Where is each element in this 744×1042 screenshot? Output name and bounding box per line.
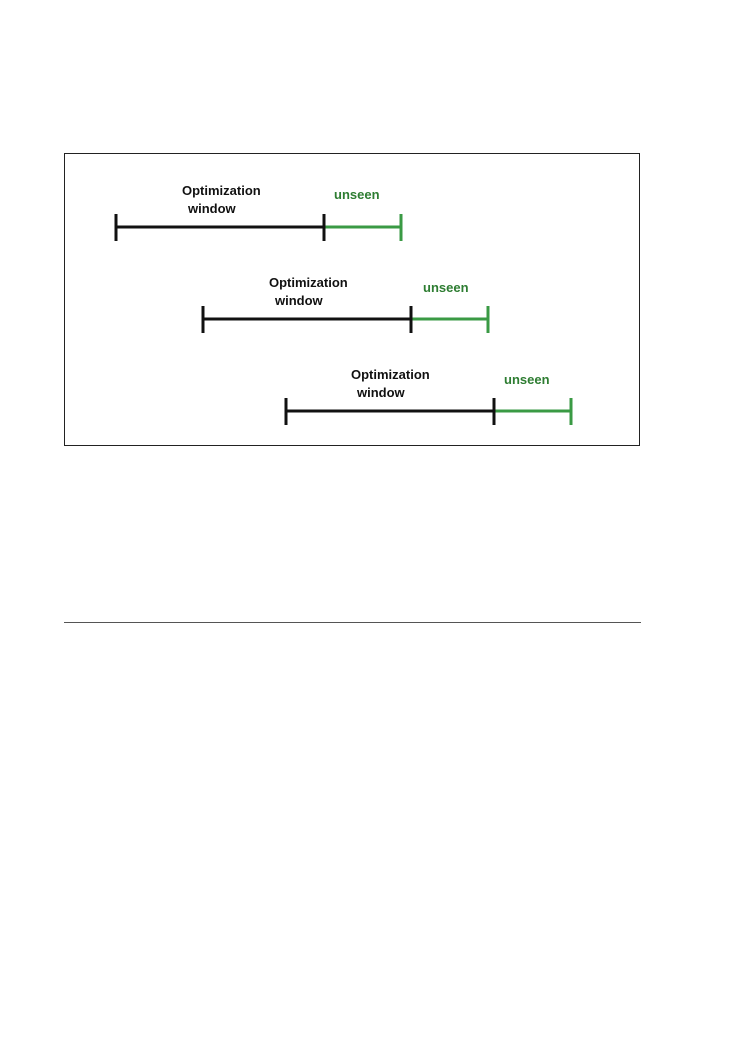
optimization-label-2: Optimization	[269, 275, 348, 290]
optimization-label-3: Optimization	[351, 367, 430, 382]
sliding-window-diagram: Optimization window unseen Optimization …	[64, 153, 640, 446]
window-row-1: Optimization window unseen	[114, 183, 403, 241]
unseen-label-3: unseen	[504, 372, 550, 387]
window-label-3: window	[356, 385, 406, 400]
optimization-label-1: Optimization	[182, 183, 261, 198]
window-row-2: Optimization window unseen	[201, 275, 490, 333]
diagram-canvas: Optimization window unseen Optimization …	[114, 183, 573, 425]
window-row-3: Optimization window unseen	[284, 367, 573, 425]
footnote-separator-rule	[64, 622, 641, 623]
window-label-1: window	[187, 201, 237, 216]
window-label-2: window	[274, 293, 324, 308]
unseen-label-1: unseen	[334, 187, 380, 202]
unseen-label-2: unseen	[423, 280, 469, 295]
